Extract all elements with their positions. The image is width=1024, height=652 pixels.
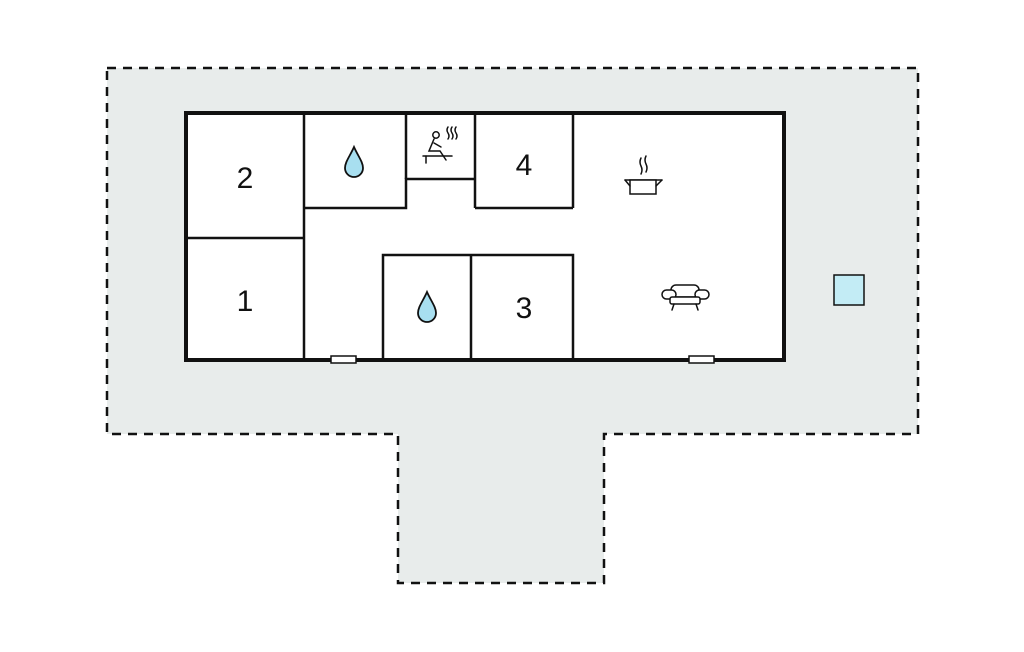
cooking-pot-icon: [624, 155, 663, 195]
water-drop-icon: [344, 144, 364, 178]
water-drop-icon: [417, 289, 437, 323]
entrance-door-left: [330, 355, 357, 364]
room-2-label: 2: [237, 162, 254, 195]
sofa-icon: [661, 284, 710, 311]
room-4-label: 4: [516, 149, 533, 182]
room-1-label: 1: [237, 285, 254, 318]
room-3-label: 3: [516, 292, 533, 325]
entrance-door-right: [688, 355, 715, 364]
pool-icon: [833, 274, 865, 306]
house-outline: [184, 111, 786, 362]
interior-walls: [186, 113, 575, 360]
sauna-icon: [422, 126, 458, 164]
